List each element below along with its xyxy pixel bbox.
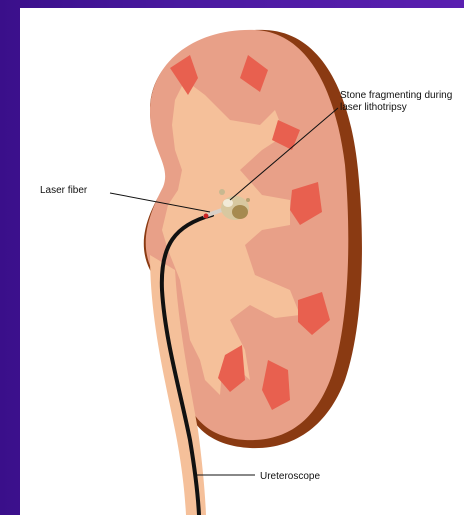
ureteroscope-label: Ureteroscope [260,471,320,482]
stone-label-line-1: Stone fragmenting during [340,90,452,101]
stone-label-line-2: laser lithotripsy [340,102,407,113]
laser-fiber-label: Laser fiber [40,185,88,196]
laser-spark [204,214,209,219]
